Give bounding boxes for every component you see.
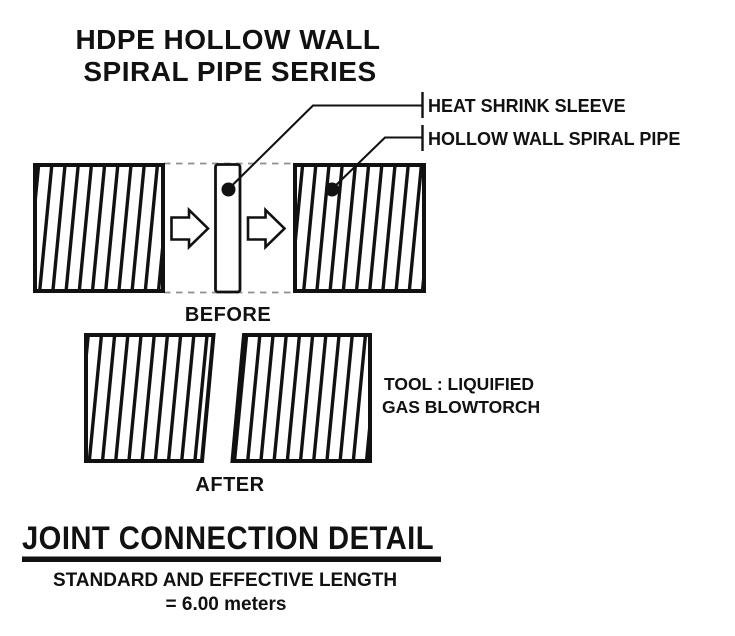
stage-label-before: BEFORE: [185, 304, 271, 326]
pipe-before-right: [293, 163, 426, 293]
pipe-after-right: [230, 333, 372, 463]
section-heading: JOINT CONNECTION DETAIL: [22, 520, 434, 556]
stage-label-after: AFTER: [195, 474, 264, 496]
tool-note-line-2: GAS BLOWTORCH: [382, 397, 540, 417]
callout-dot-sleeve-icon: [221, 182, 236, 197]
page-title-line-1: HDPE HOLLOW WALL: [75, 24, 380, 55]
callout-label-hollow-wall-spiral-pipe: HOLLOW WALL SPIRAL PIPE: [428, 129, 680, 149]
pipe-after-left: [84, 333, 216, 463]
heat-shrink-sleeve-rect: [214, 163, 242, 294]
leader-line-heat-shrink-sleeve: [227, 104, 422, 190]
leader-line-hollow-wall-spiral-pipe: [331, 136, 422, 190]
length-value: = 6.00 meters: [166, 594, 287, 615]
transform-arrow-1-right-arrow-icon: [170, 206, 210, 251]
pipe-before-left: [33, 163, 165, 293]
tool-note-line-1: TOOL : LIQUIFIED: [384, 374, 534, 394]
page-title-line-2: SPIRAL PIPE SERIES: [83, 56, 376, 87]
callout-dot-pipe-icon: [325, 182, 339, 197]
callout-label-heat-shrink-sleeve: HEAT SHRINK SLEEVE: [428, 96, 626, 116]
length-note: STANDARD AND EFFECTIVE LENGTH: [53, 570, 397, 591]
heading-underline: [22, 556, 441, 562]
transform-arrow-2-right-arrow-icon: [246, 206, 287, 251]
